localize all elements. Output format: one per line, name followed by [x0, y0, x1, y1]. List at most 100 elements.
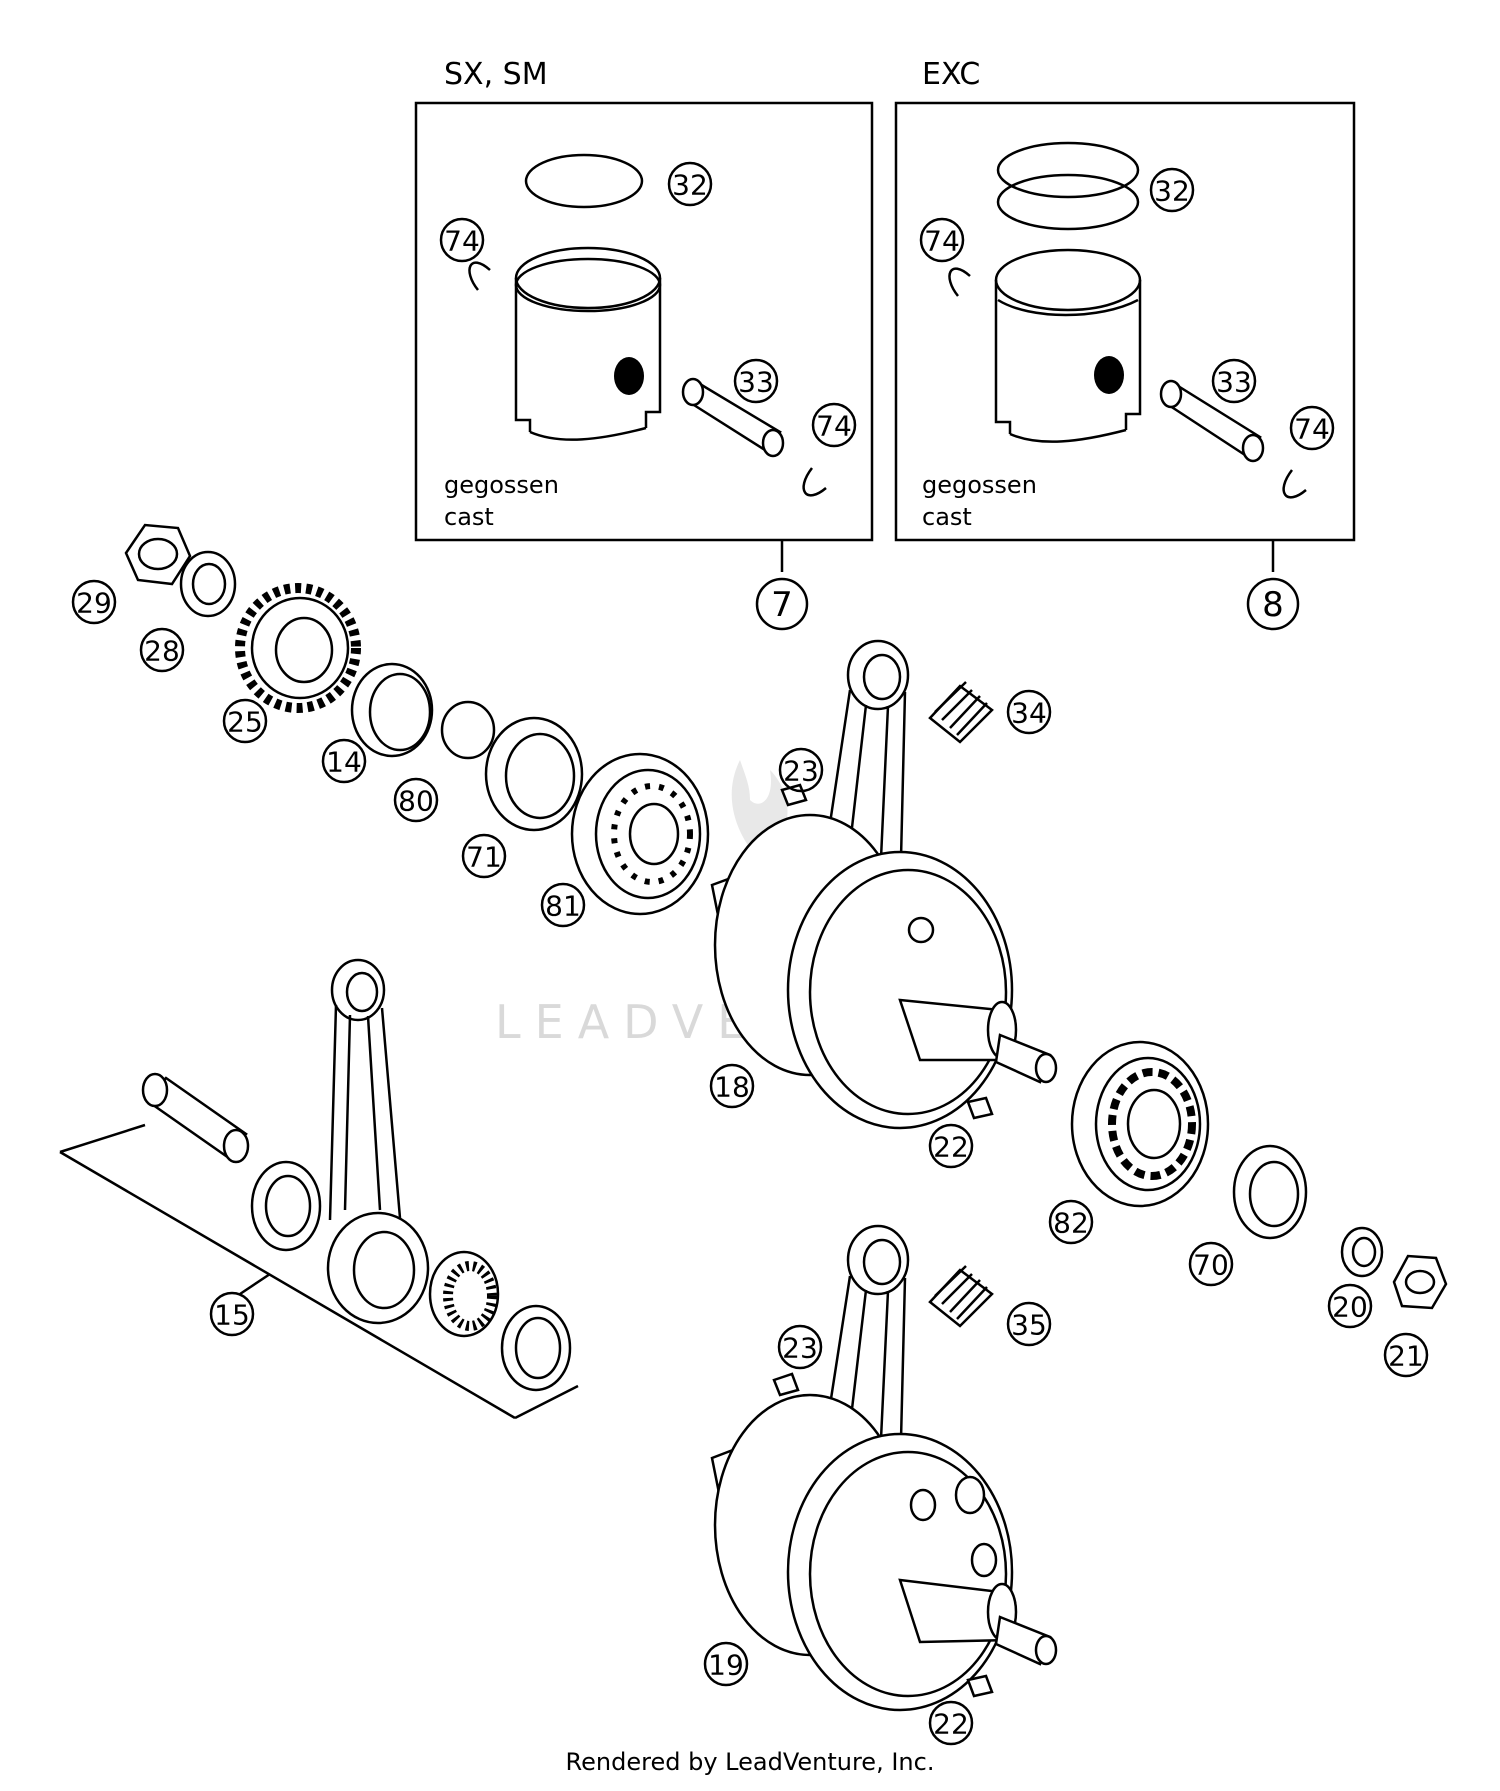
shaft-seal-icon [484, 716, 584, 832]
needle-bearing-icon [928, 681, 994, 744]
svg-text:7: 7 [771, 585, 793, 625]
svg-text:20: 20 [1332, 1291, 1368, 1324]
piston-pin-icon [1159, 379, 1265, 463]
svg-text:80: 80 [398, 785, 434, 818]
svg-text:25: 25 [227, 706, 263, 739]
callout-70: 70 [1188, 1241, 1234, 1287]
kit-title-exc: EXC [922, 57, 980, 92]
callout-22: 22 [928, 1123, 974, 1169]
piston-icon [514, 246, 662, 441]
circlip-icon [802, 467, 827, 497]
callout-23: 23 [778, 747, 824, 793]
woodruff-key-icon [966, 1096, 994, 1120]
callout-35: 35 [1006, 1301, 1052, 1347]
needle-bearing-icon [428, 1250, 500, 1338]
roller-bearing-icon [1070, 1040, 1210, 1208]
circlip-icon [1282, 469, 1307, 499]
svg-text:81: 81 [545, 890, 581, 923]
callout-80: 80 [393, 777, 439, 823]
svg-text:23: 23 [783, 755, 819, 788]
callout-14: 14 [321, 738, 367, 784]
piston-ring-icon [996, 173, 1140, 231]
crankshaft-icon [710, 639, 1058, 1130]
callout-34: 34 [1006, 689, 1052, 735]
lock-washer-icon [1340, 1226, 1384, 1278]
svg-text:71: 71 [466, 841, 502, 874]
kit-note-1: gegossen [444, 471, 559, 499]
woodruff-key-icon [772, 1372, 800, 1397]
hex-nut-icon [1392, 1254, 1448, 1310]
conrod-kit [59, 958, 579, 1420]
svg-text:33: 33 [1216, 366, 1252, 399]
svg-text:82: 82 [1053, 1207, 1089, 1240]
circlip-icon [468, 261, 491, 291]
footer-credit: Rendered by LeadVenture, Inc. [565, 1748, 935, 1776]
callout-81: 81 [540, 882, 586, 928]
kit-frame-exc [894, 101, 1356, 542]
callout-33: 33 [733, 358, 779, 404]
callout-20: 20 [1327, 1283, 1373, 1329]
woodruff-key-icon [780, 783, 808, 807]
piston-pin-icon [681, 377, 785, 458]
svg-text:22: 22 [933, 1708, 969, 1741]
svg-text:21: 21 [1388, 1340, 1424, 1373]
svg-text:15: 15 [214, 1299, 250, 1332]
svg-text:28: 28 [144, 635, 180, 668]
hex-nut-icon [124, 523, 192, 586]
kit-box-exc: EXC gegossen cast [894, 57, 1356, 572]
o-ring-icon [440, 700, 496, 760]
collar-ring-icon [350, 662, 434, 758]
piston-pin-icon [141, 1072, 250, 1164]
callout-23: 23 [777, 1324, 823, 1370]
kit-title-sx-sm: SX, SM [444, 57, 548, 92]
svg-text:14: 14 [326, 746, 362, 779]
svg-text:19: 19 [708, 1649, 744, 1682]
thrust-washer-icon [500, 1304, 572, 1392]
svg-text:32: 32 [1154, 175, 1190, 208]
thrust-washer-icon [250, 1160, 322, 1252]
callout-74: 74 [1289, 405, 1335, 451]
svg-text:29: 29 [76, 587, 112, 620]
piston-ring-icon [524, 153, 644, 209]
svg-text:8: 8 [1262, 585, 1284, 625]
callout-71: 71 [461, 833, 507, 879]
gear-icon [235, 583, 361, 713]
callout-28: 28 [139, 627, 185, 673]
svg-text:32: 32 [672, 169, 708, 202]
callout-33: 33 [1211, 358, 1257, 404]
svg-text:18: 18 [714, 1071, 750, 1104]
callout-15: 15 [209, 1291, 255, 1337]
crankshaft-icon [710, 1224, 1058, 1712]
svg-text:74: 74 [444, 225, 480, 258]
callout-19: 19 [703, 1641, 749, 1687]
circlip-icon [948, 267, 971, 297]
svg-text:35: 35 [1011, 1309, 1047, 1342]
callout-74: 74 [811, 402, 857, 448]
callout-8: 8 [1246, 577, 1300, 631]
needle-bearing-icon [928, 1265, 994, 1328]
ball-bearing-icon [570, 752, 710, 916]
callout-21: 21 [1383, 1332, 1429, 1378]
svg-text:74: 74 [1294, 413, 1330, 446]
svg-text:74: 74 [924, 225, 960, 258]
piston-ring-icon [996, 141, 1140, 199]
svg-text:22: 22 [933, 1131, 969, 1164]
callout-25: 25 [222, 698, 268, 744]
lock-washer-icon [179, 550, 237, 618]
callout-18: 18 [709, 1063, 755, 1109]
callout-82: 82 [1048, 1199, 1094, 1245]
kit-note-2: cast [922, 503, 972, 531]
svg-text:70: 70 [1193, 1249, 1229, 1282]
callout-74: 74 [439, 217, 485, 263]
callouts: 32 74 33 74 32 74 33 74 7 8 29 28 25 14 … [71, 161, 1429, 1746]
callout-32: 32 [1149, 167, 1195, 213]
piston-icon [994, 248, 1142, 443]
callout-29: 29 [71, 579, 117, 625]
callout-74: 74 [919, 217, 965, 263]
callout-32: 32 [667, 161, 713, 207]
callout-7: 7 [755, 577, 809, 631]
svg-text:74: 74 [816, 410, 852, 443]
shaft-seal-icon [1232, 1144, 1308, 1240]
svg-text:34: 34 [1011, 697, 1047, 730]
